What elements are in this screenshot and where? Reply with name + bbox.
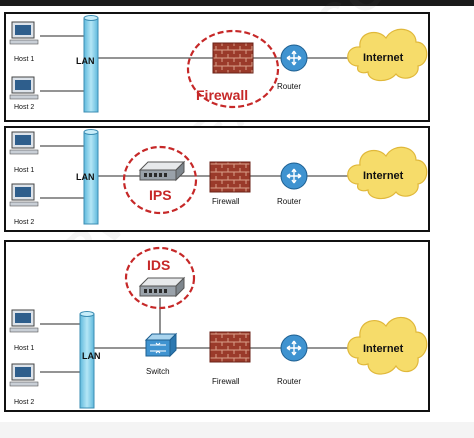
- host2-label: Host 2: [14, 104, 34, 111]
- computer-icon: [9, 183, 39, 207]
- cloud-icon: [347, 28, 428, 82]
- bottom-strip: [0, 422, 474, 438]
- panel-ids-diagram: Host 1 Host 2 LAN IDS Switch: [9, 246, 428, 409]
- lan-label: LAN: [76, 56, 95, 66]
- connection-lines: [40, 35, 351, 92]
- firewall-label: Firewall: [196, 87, 248, 103]
- firewall-label: Firewall: [212, 377, 240, 386]
- cloud-icon: [347, 316, 428, 375]
- computer-icon: [9, 363, 39, 387]
- internet-label: Internet: [363, 52, 404, 64]
- router-label: Router: [277, 82, 301, 91]
- switch-icon: [144, 332, 178, 358]
- lan-label: LAN: [82, 351, 101, 361]
- firewall-brick-icon: [212, 42, 254, 74]
- lan-cylinder-icon: [83, 129, 99, 225]
- lan-cylinder-icon: [79, 311, 95, 409]
- internet-label: Internet: [363, 170, 404, 182]
- computer-icon: [9, 309, 39, 333]
- computer-icon: [9, 21, 39, 45]
- ids-label: IDS: [147, 257, 170, 273]
- connection-lines: [40, 298, 351, 373]
- ips-appliance-icon: [138, 276, 186, 298]
- firewall-brick-icon: [209, 161, 251, 193]
- switch-label: Switch: [146, 367, 170, 376]
- router-label: Router: [277, 197, 301, 206]
- ips-label: IPS: [149, 187, 172, 203]
- firewall-label: Firewall: [212, 197, 240, 206]
- router-icon: [280, 162, 308, 190]
- lan-label: LAN: [76, 172, 95, 182]
- panel-firewall: Host 1 Host 2 LAN Firewall Router Intern…: [4, 12, 430, 122]
- ips-appliance-icon: [138, 160, 186, 182]
- lan-cylinder-icon: [83, 15, 99, 113]
- connection-lines: [40, 145, 351, 199]
- host1-label: Host 1: [14, 167, 34, 174]
- host1-label: Host 1: [14, 56, 34, 63]
- firewall-brick-icon: [209, 331, 251, 363]
- highlight-ring: [122, 145, 198, 215]
- highlight-ring: [186, 29, 280, 109]
- router-icon: [280, 44, 308, 72]
- panel-ids: Host 1 Host 2 LAN IDS Switch: [4, 240, 430, 412]
- cloud-icon: [347, 146, 428, 200]
- host2-label: Host 2: [14, 219, 34, 226]
- panel-ips-diagram: Host 1 Host 2 LAN IPS Firewall Router I: [9, 129, 428, 226]
- router-icon: [280, 334, 308, 362]
- host2-label: Host 2: [14, 399, 34, 406]
- panel-ips: Host 1 Host 2 LAN IPS Firewall Router I: [4, 126, 430, 232]
- top-border-strip: [0, 0, 474, 6]
- internet-label: Internet: [363, 343, 404, 355]
- host1-label: Host 1: [14, 345, 34, 352]
- highlight-ring: [124, 246, 196, 310]
- panel-firewall-diagram: Host 1 Host 2 LAN Firewall Router Intern…: [9, 15, 428, 113]
- computer-icon: [9, 76, 39, 100]
- computer-icon: [9, 131, 39, 155]
- router-label: Router: [277, 377, 301, 386]
